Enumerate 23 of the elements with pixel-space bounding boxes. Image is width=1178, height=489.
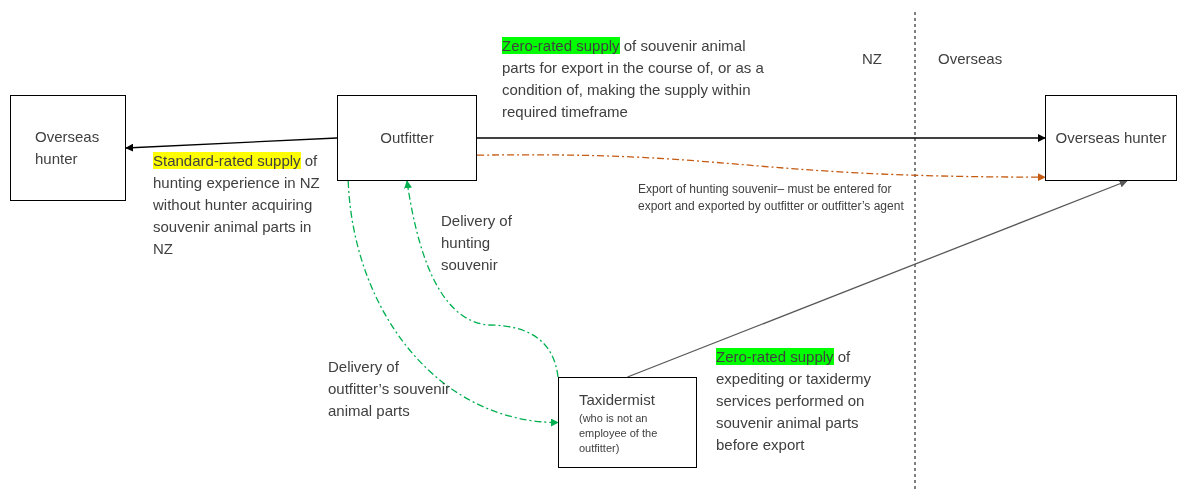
arrow <box>347 180 559 426</box>
region-label: Overseas <box>938 49 1003 69</box>
edge-label: Standard-rated supply of hunting experience in NZ without hunter acquiring souvenir animal parts in NZ <box>153 151 321 259</box>
arrow <box>404 180 559 378</box>
arrow <box>125 137 338 152</box>
process-box <box>337 95 477 181</box>
edge-label: Export of hunting souvenir– must be entered for export and exported by outfitter or outfitter’s agent <box>638 181 905 215</box>
box-title: Overseas hunter <box>1055 128 1167 148</box>
edge-label: Zero-rated supply of souvenir animal parts for export in the course of, or as a condition of, making the supply within required timeframe <box>502 36 765 122</box>
box-title: Taxidermist <box>579 390 655 410</box>
edge-label: Zero-rated supply of expediting or taxidermy services performed on souvenir animal parts before export <box>716 347 873 455</box>
edge-label: Delivery of outfitter’s souvenir animal parts <box>328 357 451 421</box>
arrow <box>626 179 1128 378</box>
edge-label: Delivery of hunting souvenir <box>441 211 513 275</box>
box-title: Outfitter <box>380 128 434 148</box>
process-box <box>1045 95 1177 181</box>
process-box <box>558 377 697 468</box>
box-note: (who is not an employee of the outfitter) <box>579 411 659 456</box>
arrow <box>476 154 1046 182</box>
region-label: NZ <box>862 49 882 69</box>
arrow <box>476 134 1046 142</box>
process-box <box>10 95 126 201</box>
box-title: Overseas hunter <box>35 127 101 169</box>
